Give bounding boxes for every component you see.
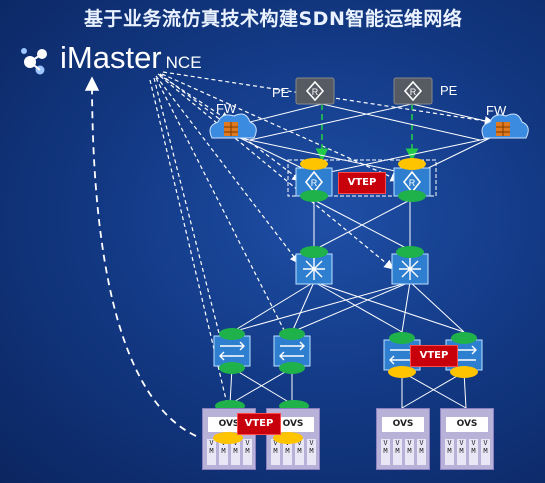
- imaster-logo-icon: [21, 48, 47, 75]
- leaf-switch-2-icon: [273, 328, 311, 374]
- pe-right-label: PE: [440, 83, 458, 98]
- ovs-label: OVS: [382, 417, 424, 432]
- firewall-right-icon: [481, 113, 529, 139]
- pe-links: [315, 104, 419, 162]
- spine-switch-left-icon: [295, 246, 333, 285]
- svg-text:R: R: [409, 178, 416, 188]
- core-router-right-icon: R: [393, 158, 431, 202]
- brand-suffix: NCE: [165, 53, 202, 72]
- physical-links: [229, 103, 491, 409]
- firewall-left-icon: [209, 113, 257, 139]
- pe-router-right-icon: R: [393, 77, 433, 105]
- ovs-label: OVS: [446, 417, 488, 432]
- leaf-switch-1-icon: [213, 328, 251, 374]
- core-vtep-group: [287, 159, 437, 197]
- vtep-leaf-badge: VTEP: [410, 345, 458, 367]
- brand-name: iMaster: [60, 40, 162, 75]
- core-router-left-icon: R: [295, 158, 333, 202]
- fw-left-label: FW: [216, 101, 237, 116]
- fw-right-label: FW: [486, 103, 507, 118]
- pe-router-left-icon: R: [295, 77, 335, 105]
- spine-switch-right-icon: [391, 246, 429, 285]
- pe-left-label: PE: [272, 85, 290, 100]
- vtep-server-badge: VTEP: [237, 413, 281, 435]
- svg-text:R: R: [410, 87, 417, 97]
- return-flow-link: [84, 76, 197, 437]
- svg-text:R: R: [312, 87, 319, 97]
- ovs-label: OVS: [272, 417, 314, 432]
- vtep-core-badge: VTEP: [338, 172, 386, 194]
- page-title: 基于业务流仿真技术构建SDN智能运维网络: [84, 8, 463, 30]
- svg-text:R: R: [311, 178, 318, 188]
